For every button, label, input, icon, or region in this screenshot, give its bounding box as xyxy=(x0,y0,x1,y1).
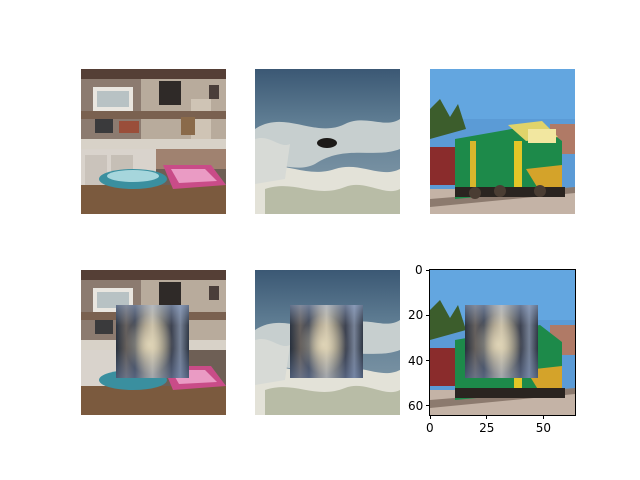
locomotive-image-masked xyxy=(430,270,575,415)
panel-locomotive-masked xyxy=(429,269,576,416)
x-tick xyxy=(486,415,488,419)
y-tick-label: 20 xyxy=(408,308,424,323)
occlusion-patch xyxy=(465,305,538,378)
x-tick-label: 25 xyxy=(479,421,495,435)
y-tick-label: 40 xyxy=(408,353,424,368)
ocean-image xyxy=(255,69,400,214)
panel-ocean-masked xyxy=(255,270,400,415)
panel-ocean-original xyxy=(255,69,400,214)
y-tick xyxy=(426,360,430,362)
occlusion-patch xyxy=(290,305,363,378)
kitchen-image xyxy=(81,69,226,214)
panel-locomotive-original xyxy=(430,69,575,214)
locomotive-image xyxy=(430,69,575,214)
panel-kitchen-original xyxy=(81,69,226,214)
x-tick xyxy=(429,415,431,419)
y-tick xyxy=(426,314,430,316)
panel-kitchen-masked xyxy=(81,270,226,415)
x-tick-label: 50 xyxy=(535,421,552,435)
occlusion-patch xyxy=(116,305,189,378)
y-tick-label: 60 xyxy=(408,398,424,413)
x-tick-label: 0 xyxy=(426,421,434,435)
y-tick xyxy=(426,405,430,407)
y-tick xyxy=(426,269,430,271)
x-tick xyxy=(542,415,544,419)
y-tick-label: 0 xyxy=(415,263,423,277)
